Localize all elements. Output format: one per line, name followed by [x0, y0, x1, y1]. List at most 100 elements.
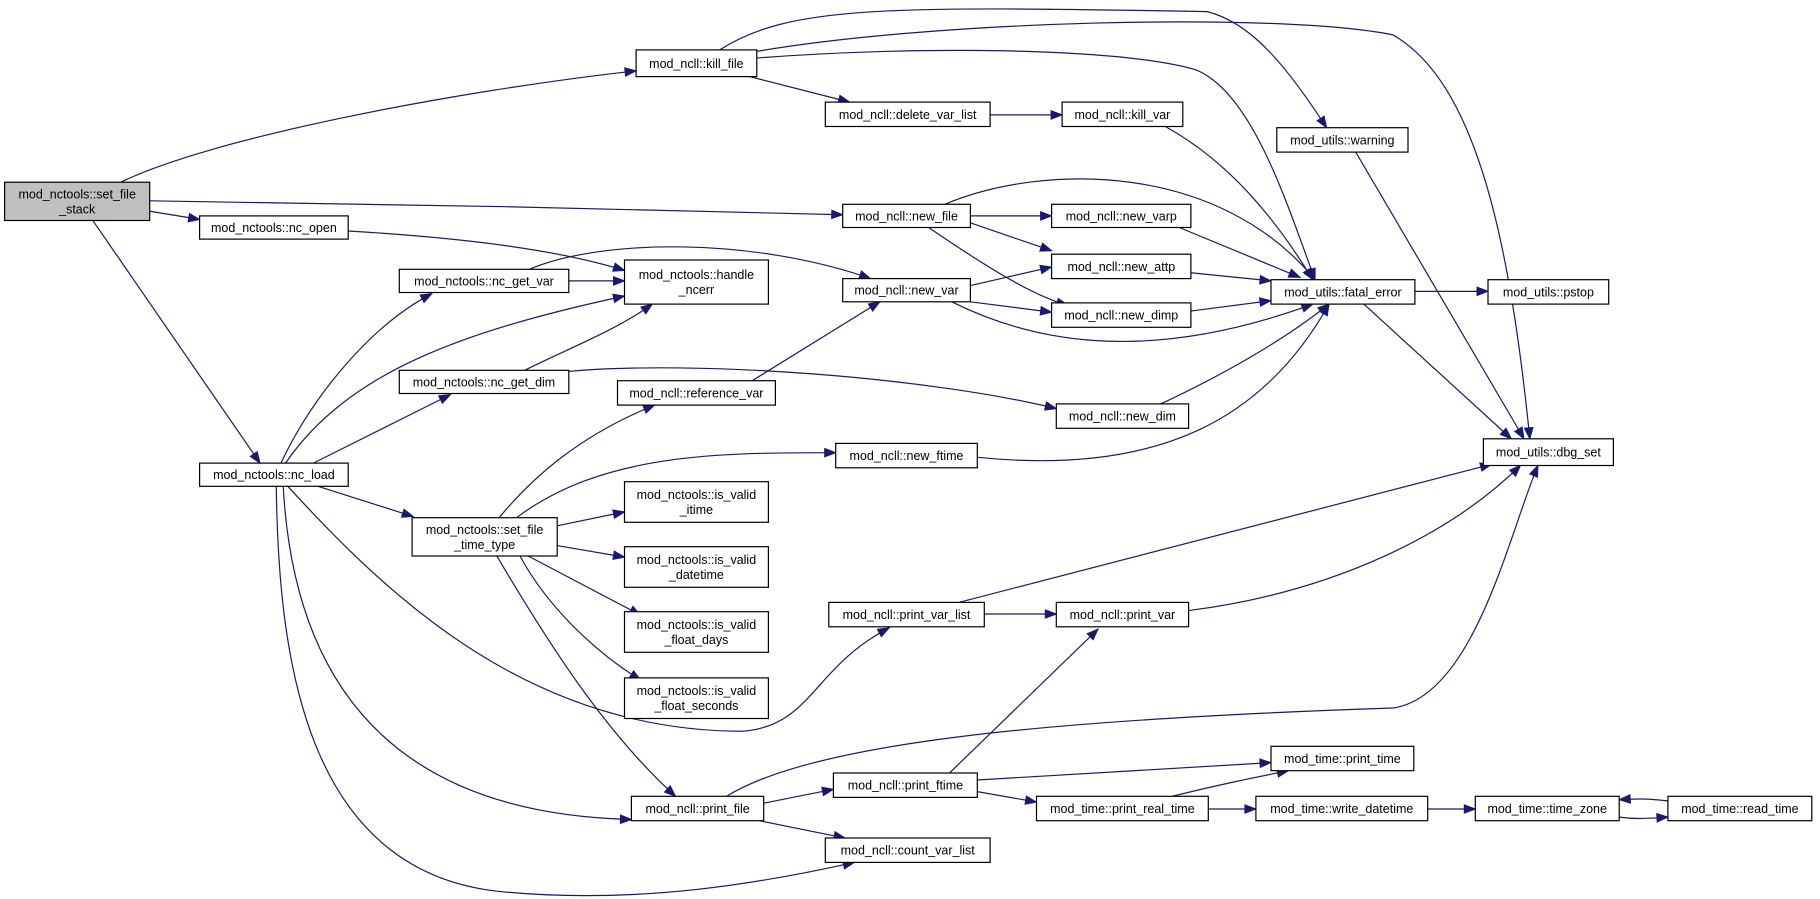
node-box[interactable]	[1050, 302, 1192, 328]
node-box[interactable]	[828, 601, 985, 628]
node-box[interactable]	[1061, 101, 1184, 128]
node-box[interactable]	[1270, 279, 1416, 305]
edge-line	[970, 267, 1051, 286]
node-kill-var[interactable]: mod_ncll::kill_var	[1061, 101, 1184, 128]
node-box[interactable]	[1482, 438, 1615, 467]
node-is-valid-itime[interactable]: mod_nctools::is_valid_itime	[623, 481, 769, 523]
node-new-varp[interactable]: mod_ncll::new_varp	[1050, 203, 1192, 229]
node-box[interactable]	[398, 369, 570, 395]
node-new-attp[interactable]: mod_ncll::new_attp	[1050, 253, 1192, 280]
node-nc-get-dim[interactable]: mod_nctools::nc_get_dim	[398, 369, 570, 395]
node-box[interactable]	[1487, 279, 1610, 305]
edge-print-file-to-print-ftime	[764, 786, 835, 803]
arrow-head-icon	[1316, 115, 1328, 129]
node-box[interactable]	[832, 772, 978, 798]
node-print-file[interactable]: mod_ncll::print_file	[630, 795, 765, 822]
node-box[interactable]	[623, 611, 769, 653]
node-box[interactable]	[842, 278, 972, 303]
arrow-head-icon	[1039, 305, 1053, 316]
node-print-real-time[interactable]: mod_time::print_real_time	[1035, 795, 1209, 822]
node-read-time[interactable]: mod_time::read_time	[1667, 795, 1813, 822]
node-box[interactable]	[1055, 403, 1190, 429]
node-print-time[interactable]: mod_time::print_time	[1270, 745, 1415, 772]
edge-line	[1161, 304, 1329, 404]
node-box[interactable]	[1255, 795, 1429, 822]
node-handle-ncerr[interactable]: mod_nctools::handle_ncerr	[623, 259, 769, 305]
edge-line	[727, 465, 1538, 796]
edge-nc-get-var-to-handle-ncerr	[569, 275, 626, 286]
node-box[interactable]	[835, 442, 978, 469]
node-write-datetime[interactable]: mod_time::write_datetime	[1255, 795, 1429, 822]
edge-line	[529, 247, 870, 279]
edge-new-attp-to-fatal-error	[1191, 273, 1273, 285]
node-label: mod_nctools::is_valid	[637, 488, 757, 502]
arrow-head-icon	[824, 447, 838, 458]
node-print-var-list[interactable]: mod_ncll::print_var_list	[828, 601, 985, 628]
node-print-ftime[interactable]: mod_ncll::print_ftime	[832, 772, 978, 798]
node-label: _time_type	[453, 538, 515, 552]
node-reference-var[interactable]: mod_ncll::reference_var	[616, 380, 776, 406]
node-set-file-time-type[interactable]: mod_nctools::set_file_time_type	[411, 517, 558, 557]
node-warning[interactable]: mod_utils::warning	[1276, 127, 1409, 153]
node-is-valid-float-days[interactable]: mod_nctools::is_valid_float_days	[623, 611, 769, 653]
node-label: mod_ncll::new_attp	[1067, 260, 1175, 274]
arrow-head-icon	[876, 627, 891, 638]
node-box[interactable]	[623, 677, 769, 720]
node-box[interactable]	[411, 517, 558, 557]
arrow-head-icon	[1024, 795, 1038, 805]
edge-new-file-to-fatal-error	[945, 179, 1316, 281]
node-label: mod_nctools::set_file	[426, 523, 543, 537]
node-new-var[interactable]: mod_ncll::new_var	[842, 278, 972, 303]
node-box[interactable]	[630, 795, 765, 822]
node-box[interactable]	[1050, 203, 1192, 229]
edge-line	[959, 464, 1492, 602]
node-box[interactable]	[398, 268, 570, 294]
node-kill-file[interactable]: mod_ncll::kill_file	[635, 49, 758, 78]
node-box[interactable]	[824, 837, 991, 863]
node-box[interactable]	[623, 481, 769, 523]
node-new-dimp[interactable]: mod_ncll::new_dimp	[1050, 302, 1192, 328]
node-box[interactable]	[635, 49, 758, 78]
arrow-head-icon	[1287, 268, 1302, 278]
node-time-zone[interactable]: mod_time::time_zone	[1474, 795, 1620, 822]
node-delete-var-list[interactable]: mod_ncll::delete_var_list	[824, 101, 991, 128]
node-box[interactable]	[1270, 745, 1415, 772]
node-box[interactable]	[616, 380, 776, 406]
node-box[interactable]	[1055, 601, 1190, 628]
node-box[interactable]	[842, 203, 972, 229]
node-is-valid-datetime[interactable]: mod_nctools::is_valid_datetime	[623, 546, 769, 588]
node-pstop[interactable]: mod_utils::pstop	[1487, 279, 1610, 305]
edge-nc-load-to-nc-get-dim	[313, 393, 452, 464]
node-box[interactable]	[1667, 795, 1813, 822]
node-box[interactable]	[623, 259, 769, 305]
edge-line	[952, 302, 1313, 342]
edge-line	[497, 556, 676, 796]
node-box[interactable]	[623, 546, 769, 588]
node-box[interactable]	[1035, 795, 1209, 822]
node-dbg-set[interactable]: mod_utils::dbg_set	[1482, 438, 1615, 467]
node-is-valid-float-seconds[interactable]: mod_nctools::is_valid_float_seconds	[623, 677, 769, 720]
node-count-var-list[interactable]: mod_ncll::count_var_list	[824, 837, 991, 863]
node-box[interactable]	[1276, 127, 1409, 153]
edge-print-ftime-to-print-time	[977, 758, 1273, 780]
edge-nc-load-to-set-file-time-type	[318, 486, 415, 518]
node-new-dim[interactable]: mod_ncll::new_dim	[1055, 403, 1190, 429]
node-box[interactable]	[1050, 253, 1192, 280]
node-label: mod_time::write_datetime	[1270, 802, 1413, 816]
node-box[interactable]	[1474, 795, 1620, 822]
edge-print-real-time-to-print-time	[1172, 768, 1290, 796]
arrow-head-icon	[1463, 804, 1477, 814]
node-fatal-error[interactable]: mod_utils::fatal_error	[1270, 279, 1416, 305]
node-label: mod_ncll::new_dimp	[1064, 309, 1178, 323]
node-nc-load[interactable]: mod_nctools::nc_load	[199, 462, 349, 487]
node-nc-open[interactable]: mod_nctools::nc_open	[199, 215, 349, 240]
node-label: mod_time::read_time	[1681, 802, 1798, 816]
node-new-ftime[interactable]: mod_ncll::new_ftime	[835, 442, 978, 469]
edge-time-zone-to-read-time	[1619, 812, 1670, 823]
node-nc-get-var[interactable]: mod_nctools::nc_get_var	[398, 268, 570, 294]
node-new-file[interactable]: mod_ncll::new_file	[842, 203, 972, 229]
node-box[interactable]	[199, 215, 349, 240]
node-print-var[interactable]: mod_ncll::print_var	[1055, 601, 1190, 628]
node-box[interactable]	[824, 101, 991, 128]
node-box[interactable]	[199, 462, 349, 487]
